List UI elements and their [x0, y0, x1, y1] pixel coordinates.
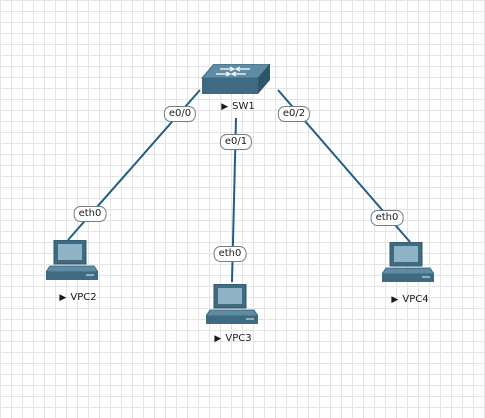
pc-vpc4[interactable]: [381, 241, 435, 284]
play-icon: ▶: [214, 334, 222, 344]
pc-icon: [381, 241, 435, 282]
node-label-sw1: ▶SW1: [221, 101, 255, 112]
play-icon: ▶: [221, 102, 229, 112]
port-label-sw1-e0-1[interactable]: e0/1: [219, 134, 253, 150]
port-label-sw1-e0-0[interactable]: e0/0: [163, 106, 197, 122]
pc-icon: [45, 239, 99, 280]
pc-vpc3[interactable]: [205, 283, 259, 326]
port-label-vpc3-eth0[interactable]: eth0: [213, 246, 247, 262]
port-label-sw1-e0-2[interactable]: e0/2: [277, 106, 311, 122]
pc-icon: [205, 283, 259, 324]
switch-sw1[interactable]: [200, 63, 272, 98]
node-label-vpc3: ▶VPC3: [214, 333, 252, 344]
port-label-vpc2-eth0[interactable]: eth0: [73, 206, 107, 222]
port-label-vpc4-eth0[interactable]: eth0: [370, 210, 404, 226]
node-label-vpc2: ▶VPC2: [59, 292, 97, 303]
node-label-vpc4: ▶VPC4: [391, 294, 429, 305]
play-icon: ▶: [59, 293, 67, 303]
pc-vpc2[interactable]: [45, 239, 99, 282]
play-icon: ▶: [391, 295, 399, 305]
switch-icon: [200, 63, 272, 94]
